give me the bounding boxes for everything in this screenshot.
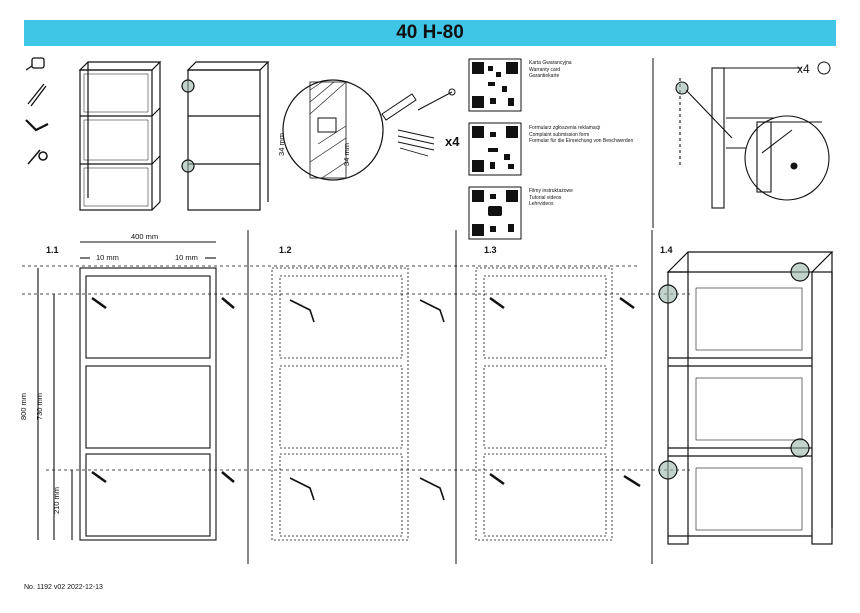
step-1-1-drawing <box>37 241 235 541</box>
tool-icons <box>25 57 49 165</box>
wall-plug-icon <box>489 296 641 488</box>
hole-depth-label: 34 mm <box>276 133 286 156</box>
qr-caption-complaint: Formularz zgłoszenia reklamacji Complain… <box>529 125 633 145</box>
step-1-2-drawing <box>271 267 409 541</box>
pencil-icon <box>27 83 47 107</box>
screw-icon <box>417 88 456 111</box>
step-label: 1.1 <box>46 245 59 255</box>
width-label: 400 mm <box>131 232 159 241</box>
screw-bundle-icon <box>397 129 435 157</box>
step-1-3-drawing <box>475 267 613 541</box>
hardware-quantity: x4 <box>445 134 460 149</box>
step-label: 1.4 <box>660 245 673 255</box>
page-title: 40 H-80 <box>396 22 464 43</box>
qr-code-warranty <box>468 58 522 112</box>
qr-caption-line: Formular für die Einreichung von Beschwe… <box>529 138 634 144</box>
qr-caption-line: Tutorial videos <box>529 194 562 201</box>
mounting-detail <box>652 58 831 228</box>
assembly-steps <box>22 230 834 564</box>
qr-caption-line: Formularz zgłoszenia reklamacji <box>529 125 601 131</box>
qr-codes <box>468 58 522 240</box>
step-label: 1.2 <box>279 245 292 255</box>
title-banner: 40 H-80 <box>24 20 836 46</box>
wall-plug-icon <box>381 93 417 121</box>
drill-icon <box>27 149 48 165</box>
wall-cap-icon <box>817 61 831 75</box>
hardware-kit <box>381 88 456 157</box>
qr-caption-line: Complaint submission form <box>529 131 590 138</box>
qr-caption-line: Filmy instruktażowe <box>529 188 573 194</box>
qr-caption-videos: Filmy instruktażowe Tutorial videos Lehr… <box>529 188 573 208</box>
step-1-4-drawing <box>658 251 834 545</box>
shelf-view-right <box>181 61 270 211</box>
qr-caption-line: Karta Gwarancyjna <box>529 60 572 66</box>
allen-key-icon <box>25 119 49 132</box>
hole-depth2-label: 34 mm <box>341 143 351 166</box>
qr-caption-line: Lehrvideos <box>529 201 554 207</box>
wall-anchor-detail <box>282 79 384 181</box>
qr-code-videos <box>468 186 522 240</box>
shelf-view-left <box>78 61 162 211</box>
step-label: 1.3 <box>484 245 497 255</box>
qr-caption-line: Warranty card <box>529 66 561 73</box>
inset-right-label: 10 mm <box>175 253 198 262</box>
document-footer: No. 1192 v02 2022-12-13 <box>24 584 103 591</box>
qr-code-complaint <box>468 122 522 176</box>
shelf-preview-views <box>78 61 270 211</box>
drill-icon <box>289 299 445 501</box>
qr-caption-warranty: Karta Gwarancyjna Warranty card Garantie… <box>529 60 572 80</box>
qr-caption-line: Garantiekarte <box>529 73 560 79</box>
cap-quantity: x4 <box>797 62 810 76</box>
inset-left-label: 10 mm <box>96 253 119 262</box>
tape-measure-icon <box>25 57 45 71</box>
